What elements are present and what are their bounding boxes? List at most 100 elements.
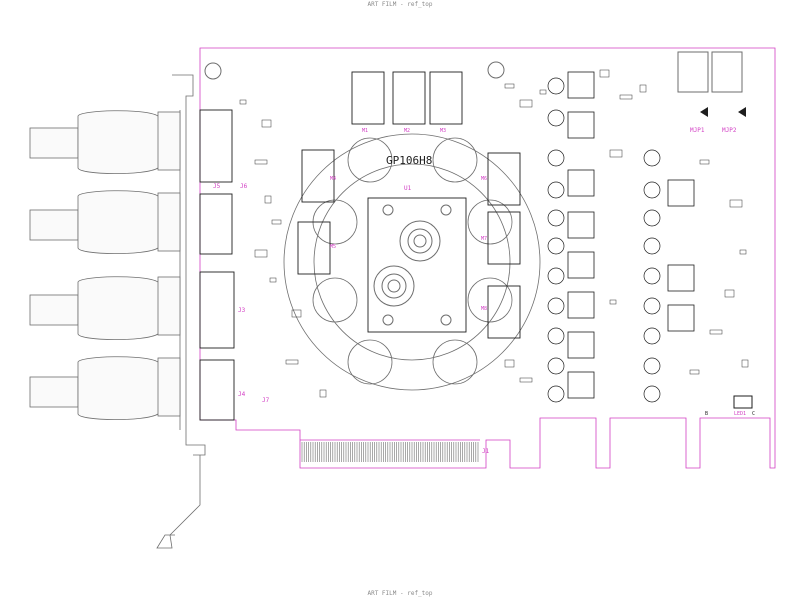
gpu-ref-label: U1 bbox=[404, 185, 412, 192]
memory-chip-m4 bbox=[301, 149, 335, 203]
smd-component bbox=[639, 84, 647, 93]
connector-j3 bbox=[199, 271, 235, 349]
svg-text:M7: M7 bbox=[481, 236, 487, 242]
smd-component bbox=[239, 99, 247, 105]
vrm-capacitor bbox=[547, 237, 565, 255]
smd-component bbox=[271, 219, 282, 225]
vrm-capacitor bbox=[643, 357, 661, 375]
power-connector-mjp2 bbox=[711, 51, 743, 93]
svg-text:M2: M2 bbox=[404, 128, 410, 134]
memory-chip-m5 bbox=[297, 221, 331, 275]
cable-1 bbox=[29, 110, 181, 175]
gpu-die-outline bbox=[367, 197, 467, 333]
vrm-capacitor bbox=[547, 181, 565, 199]
label-c-mark: C bbox=[752, 411, 755, 417]
smd-component bbox=[699, 159, 710, 165]
label-j6: J6 bbox=[240, 183, 248, 190]
vrm-inductor bbox=[567, 71, 595, 99]
vrm-inductor bbox=[667, 179, 695, 207]
smd-component bbox=[291, 309, 302, 318]
gpu-cooler-outline bbox=[283, 133, 541, 391]
memory-chip-m2 bbox=[392, 71, 426, 125]
vrm-capacitor bbox=[547, 77, 565, 95]
vrm-inductor bbox=[567, 371, 595, 399]
vrm-capacitors bbox=[547, 77, 661, 403]
board-outline bbox=[199, 47, 776, 469]
smd-component bbox=[254, 159, 268, 165]
power-connectors bbox=[677, 51, 743, 93]
smd-component bbox=[689, 369, 700, 375]
connector-j6 bbox=[199, 193, 233, 255]
svg-text:M8: M8 bbox=[481, 306, 487, 312]
vrm-capacitor bbox=[547, 385, 565, 403]
vrm-capacitor bbox=[547, 297, 565, 315]
connector-j4 bbox=[199, 359, 235, 421]
vrm-inductor bbox=[567, 251, 595, 279]
smd-component bbox=[709, 329, 723, 335]
smd-component bbox=[504, 359, 515, 368]
cable-2 bbox=[29, 190, 181, 255]
memory-chip-m1 bbox=[351, 71, 385, 125]
smd-component bbox=[724, 289, 735, 298]
label-j5: J5 bbox=[213, 183, 221, 190]
vrm-capacitor bbox=[643, 267, 661, 285]
vrm-capacitor bbox=[547, 327, 565, 345]
arrow-marker-mjp1 bbox=[700, 107, 708, 117]
smd-component bbox=[609, 299, 617, 305]
vrm-capacitor bbox=[547, 357, 565, 375]
vrm-inductor bbox=[667, 264, 695, 292]
smd-component bbox=[319, 389, 327, 398]
smd-component bbox=[269, 277, 277, 283]
smd-component bbox=[599, 69, 610, 78]
vrm-capacitor bbox=[643, 297, 661, 315]
svg-text:M3: M3 bbox=[440, 128, 446, 134]
vrm-inductor bbox=[567, 111, 595, 139]
vrm-capacitor bbox=[547, 209, 565, 227]
connector-j5 bbox=[199, 109, 233, 183]
mount-hole-top-right bbox=[487, 61, 505, 79]
smd-component bbox=[285, 359, 299, 365]
cable-3 bbox=[29, 276, 181, 341]
memory-chip-m6 bbox=[487, 152, 521, 206]
power-connector-mjp1 bbox=[677, 51, 709, 93]
vrm-inductor bbox=[667, 304, 695, 332]
smd-component bbox=[619, 94, 633, 100]
smd-component bbox=[519, 99, 533, 108]
pcie-edge-fingers bbox=[301, 442, 479, 462]
vrm-inductor bbox=[567, 291, 595, 319]
vrm-inductor bbox=[567, 169, 595, 197]
label-b-mark: B bbox=[705, 411, 708, 417]
vrm-capacitor bbox=[547, 267, 565, 285]
smd-component bbox=[254, 249, 268, 258]
connector-labels: J5 J6 J3 J4 J7 J1 bbox=[213, 183, 490, 455]
vrm-capacitor bbox=[643, 327, 661, 345]
vrm-inductors bbox=[567, 71, 695, 399]
vrm-capacitor bbox=[547, 109, 565, 127]
smd-component bbox=[609, 149, 623, 158]
memory-chip-m8 bbox=[487, 285, 521, 339]
cable-4 bbox=[29, 356, 181, 421]
vrm-capacitor bbox=[643, 209, 661, 227]
memory-chip-m3 bbox=[429, 71, 463, 125]
film-header-label: ART FILM - ref_top bbox=[367, 1, 433, 8]
vrm-capacitor bbox=[643, 237, 661, 255]
vrm-capacitor bbox=[643, 385, 661, 403]
smd-component bbox=[729, 199, 743, 208]
smd-component bbox=[264, 195, 272, 204]
smd-component bbox=[519, 377, 533, 383]
memory-labels: M1 M2 M3 M4 M5 M6 M7 M8 bbox=[330, 128, 487, 312]
label-j1: J1 bbox=[482, 448, 490, 455]
svg-text:M5: M5 bbox=[330, 244, 336, 250]
small-components bbox=[239, 69, 749, 398]
vrm-capacitor bbox=[547, 149, 565, 167]
svg-text:M6: M6 bbox=[481, 176, 487, 182]
display-connectors bbox=[199, 109, 235, 421]
svg-text:M1: M1 bbox=[362, 128, 368, 134]
vrm-capacitor bbox=[643, 149, 661, 167]
vrm-inductor bbox=[567, 331, 595, 359]
mount-hole-top-left bbox=[204, 62, 222, 80]
label-j3: J3 bbox=[238, 307, 246, 314]
gpu-part-label: GP106H8 bbox=[386, 154, 432, 167]
gpu-heatsink-screws bbox=[373, 204, 452, 326]
